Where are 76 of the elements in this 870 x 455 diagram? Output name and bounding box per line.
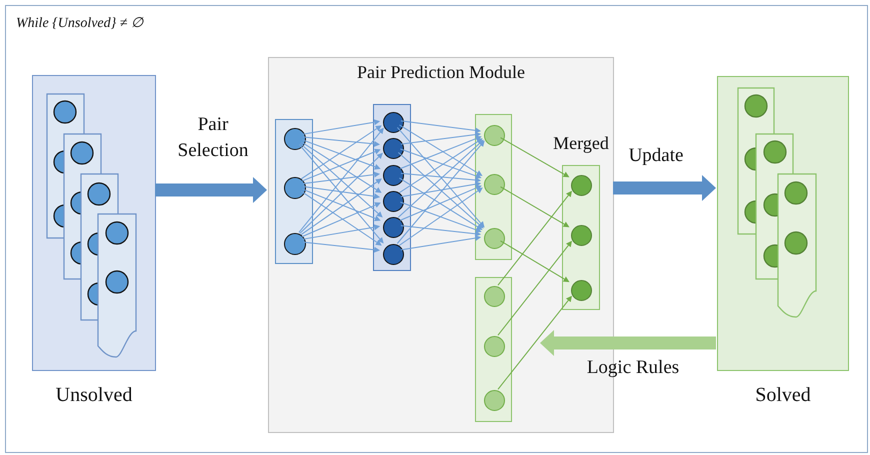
layer-box bbox=[373, 104, 411, 271]
connection-arrow bbox=[497, 190, 572, 286]
connection-arrow bbox=[300, 141, 382, 193]
connection-arrow bbox=[398, 138, 483, 194]
neuron-circle bbox=[571, 225, 592, 246]
panel-label: Unsolved bbox=[54, 384, 134, 407]
connection-arrow bbox=[497, 240, 572, 336]
neuron-circle bbox=[484, 390, 505, 411]
neuron-circle bbox=[383, 165, 404, 186]
connection-arrow bbox=[298, 144, 384, 244]
connection-arrow bbox=[396, 140, 485, 244]
loop-frame bbox=[5, 5, 868, 453]
connection-arrow bbox=[299, 152, 383, 234]
connection-arrow bbox=[500, 186, 570, 228]
layer-box bbox=[475, 114, 512, 260]
connection-arrow bbox=[302, 119, 380, 135]
flow-arrow bbox=[540, 330, 716, 356]
layer-box bbox=[475, 277, 512, 422]
connection-arrow bbox=[400, 181, 482, 198]
connection-arrow bbox=[300, 125, 382, 180]
neuron-circle bbox=[484, 286, 505, 307]
edge-label: Logic Rules bbox=[586, 356, 680, 380]
connection-arrow bbox=[302, 136, 380, 147]
connection-arrow bbox=[302, 139, 381, 170]
neuron-circle bbox=[383, 138, 404, 159]
edge-label: Update bbox=[628, 144, 684, 168]
connection-arrow bbox=[300, 142, 383, 218]
flow-arrow bbox=[613, 175, 716, 201]
connection-arrow bbox=[400, 185, 482, 221]
flow-arrow bbox=[155, 177, 267, 203]
neuron-circle bbox=[571, 280, 592, 301]
connection-arrow bbox=[300, 190, 382, 246]
connection-arrow bbox=[400, 235, 482, 250]
connection-arrow bbox=[500, 137, 570, 178]
connection-arrow bbox=[398, 187, 483, 246]
neuron-circle bbox=[383, 244, 404, 265]
connection-arrow bbox=[400, 172, 482, 184]
neuron-circle bbox=[484, 336, 505, 357]
connection-arrow bbox=[302, 186, 380, 200]
connection-arrow bbox=[398, 178, 483, 230]
connection-arrow bbox=[300, 178, 382, 236]
connection-arrow bbox=[302, 224, 380, 240]
connection-arrow bbox=[400, 202, 482, 233]
connection-arrow bbox=[398, 140, 484, 218]
neuron-circle bbox=[284, 177, 306, 199]
connection-arrow bbox=[302, 172, 380, 184]
connection-arrow bbox=[302, 188, 381, 222]
connection-arrow bbox=[400, 225, 482, 237]
connection-arrow bbox=[400, 136, 482, 170]
neuron-circle bbox=[571, 175, 592, 196]
neuron-circle bbox=[484, 228, 505, 249]
connection-arrow bbox=[302, 148, 381, 182]
neuron-circle bbox=[484, 174, 505, 195]
neuron-circle bbox=[383, 112, 404, 133]
connection-arrow bbox=[400, 132, 482, 145]
connection-arrow bbox=[398, 124, 483, 176]
neuron-circle bbox=[284, 128, 306, 150]
neuron-circle bbox=[284, 233, 306, 255]
layer-box bbox=[275, 119, 313, 264]
connection-arrow bbox=[302, 202, 381, 238]
panel-label: Merged bbox=[552, 133, 610, 154]
neuron-circle bbox=[383, 191, 404, 212]
loop-condition: While {Unsolved} ≠ ∅ bbox=[16, 15, 143, 32]
connection-arrow bbox=[498, 296, 572, 390]
connection-arrow bbox=[400, 120, 482, 134]
connection-arrow bbox=[298, 128, 384, 233]
panel-label: Solved bbox=[754, 384, 812, 407]
neuron-circle bbox=[484, 125, 505, 146]
connection-arrow bbox=[302, 242, 380, 253]
panel-label: Pair Prediction Module bbox=[356, 62, 526, 83]
connection-arrow bbox=[396, 126, 485, 228]
connection-arrow bbox=[400, 148, 482, 179]
connection-arrow bbox=[398, 152, 484, 229]
edge-label: Pair Selection bbox=[176, 113, 250, 163]
neuron-circle bbox=[383, 217, 404, 238]
connection-arrow bbox=[500, 240, 570, 282]
